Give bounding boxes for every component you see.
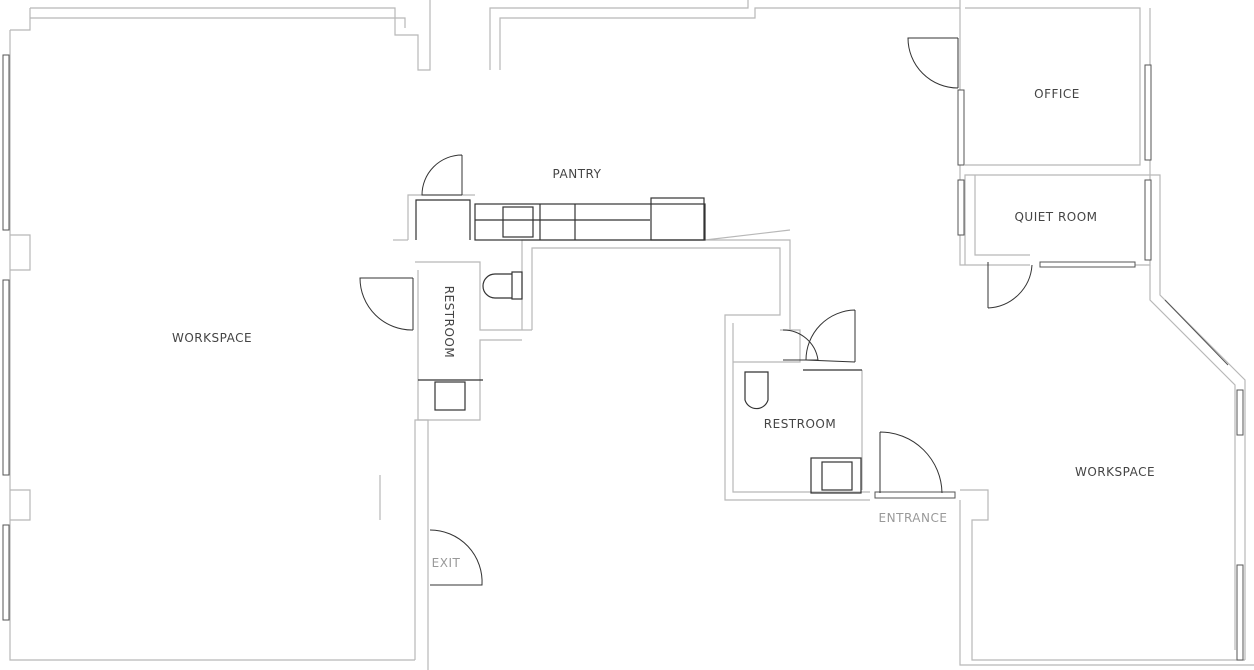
exit-label: EXIT [431,556,461,570]
fixtures [415,197,862,494]
room-label-pantry: PANTRY [552,167,602,181]
toilet [744,371,769,410]
room-label-office: OFFICE [1034,87,1080,101]
pantry-counter [474,203,706,241]
sink [434,381,466,411]
walls [9,0,1254,670]
doors [359,37,1033,586]
room-label-quiet-room: QUIET ROOM [1014,210,1098,224]
toilet [482,273,512,299]
room-label-restroom: RESTROOM [763,417,837,431]
room-label-workspace-right: WORKSPACE [1074,465,1156,479]
entrance-label: ENTRANCE [878,511,948,525]
windows [2,54,1244,661]
room-label-workspace-left: WORKSPACE [171,331,253,345]
room-label-restroom-small: RESTROOM [442,285,456,359]
pantry-sink [502,206,534,238]
sink [821,461,853,491]
